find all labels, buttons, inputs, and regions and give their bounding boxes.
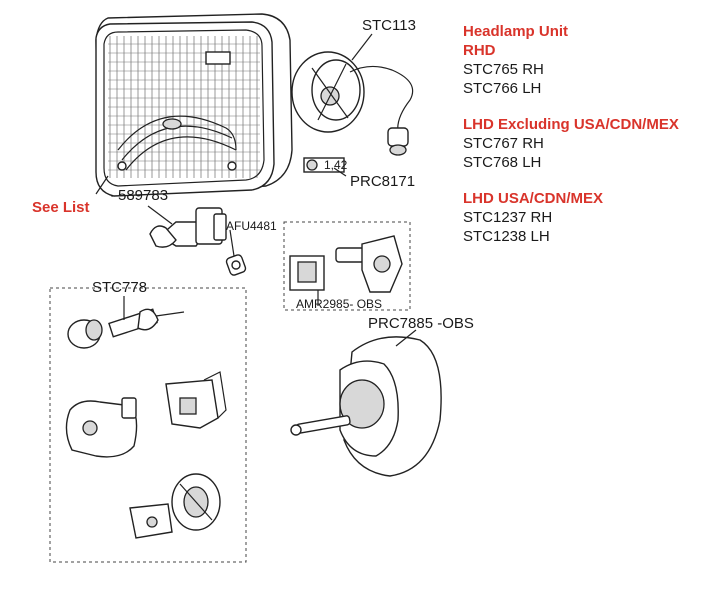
legend-heading-rhd: RHD [463,42,496,59]
label-stc778[interactable]: STC778 [92,279,147,296]
label-see-list[interactable]: See List [32,199,90,216]
lens-emblem [162,118,182,130]
lens-pattern [108,36,260,178]
legend-item-stc766[interactable]: STC766 LH [463,80,542,97]
stc778-clip-bracket[interactable] [165,371,227,429]
amr2985-group-box [283,221,411,311]
leader-lines [95,33,417,347]
label-amr2985[interactable]: AMR2985- OBS [296,297,382,311]
stc778-group-box [49,287,247,563]
legend-item-stc767[interactable]: STC767 RH [463,135,544,152]
stc778-base-plate[interactable] [129,503,173,539]
label-589783[interactable]: 589783 [118,187,168,204]
legend-heading-lhd-usa: LHD USA/CDN/MEX [463,190,604,207]
label-stc113[interactable]: STC113 [362,17,416,34]
prc8171-bulb[interactable]: 1,42 [303,157,348,173]
label-prc7885[interactable]: PRC7885 -OBS [368,315,474,332]
amr2985-motor-connector[interactable] [289,235,403,293]
stc113-bulb-cover[interactable] [291,51,414,156]
label-prc8171[interactable]: PRC8171 [350,173,415,190]
bulb-589783[interactable] [149,207,227,248]
stc778-ring-retainer[interactable] [171,473,221,531]
legend-item-stc768[interactable]: STC768 LH [463,154,542,171]
legend-item-stc1237[interactable]: STC1237 RH [463,209,553,226]
legend-title: Headlamp Unit [463,23,569,40]
headlamp-legend: Headlamp Unit RHD STC765 RH STC766 LH LH… [463,22,679,246]
adjuster-screw-right [227,161,237,171]
bulb-afu4481[interactable] [225,254,247,276]
legend-item-stc1238[interactable]: STC1238 LH [463,228,550,245]
label-afu4481[interactable]: AFU4481 [226,219,277,233]
stc778-adjuster-knob-assembly[interactable] [67,308,185,349]
prc7885-leveling-motor[interactable] [290,336,442,477]
lens-badge [205,51,231,65]
stc778-square-knob[interactable] [65,397,138,458]
bulb-tag-text: 1,42 [324,158,348,172]
legend-item-stc765[interactable]: STC765 RH [463,61,544,78]
headlamp-unit[interactable] [95,13,293,197]
legend-heading-lhd-excl: LHD Excluding USA/CDN/MEX [463,116,679,133]
adjuster-screw-left [117,161,127,171]
